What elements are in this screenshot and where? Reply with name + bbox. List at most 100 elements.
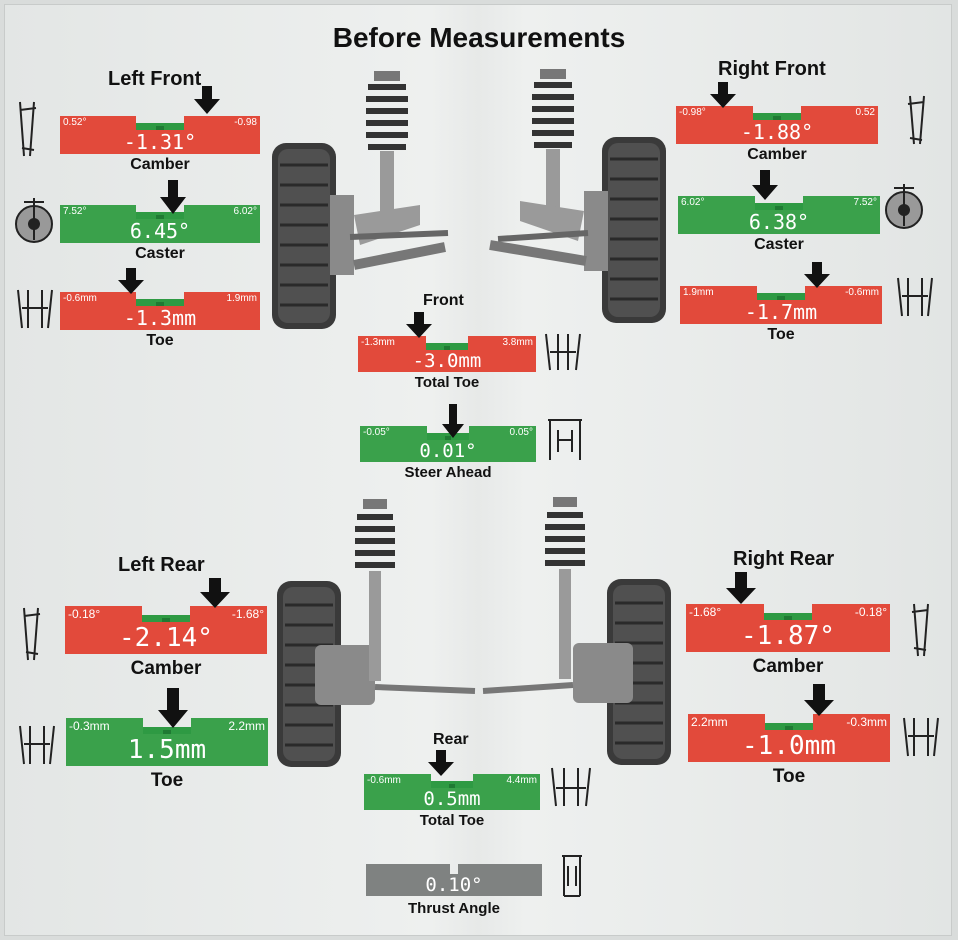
front-total-toe-gauge: -1.3mm 3.8mm -3.0mm Total Toe bbox=[358, 336, 536, 391]
page-title: Before Measurements bbox=[332, 22, 626, 53]
steer-ahead-value: 0.01° bbox=[360, 440, 536, 462]
rear-total-toe-gauge: -0.6mm 4.4mm 0.5mm Total Toe bbox=[364, 774, 540, 829]
thrust-angle-icon bbox=[562, 855, 582, 897]
lr-toe-arrow-icon bbox=[158, 688, 188, 728]
lf-camber-arrow-icon bbox=[194, 86, 220, 114]
front-total-toe-arrow-icon bbox=[406, 312, 432, 338]
section-right-front: Right Front bbox=[718, 58, 826, 80]
rr-camber-gauge: -1.68° -0.18° -1.87° Camber bbox=[686, 604, 890, 678]
rear-total-toe-arrow-icon bbox=[428, 750, 454, 776]
section-left-front: Left Front bbox=[108, 68, 202, 90]
rr-camber-arrow-icon bbox=[726, 572, 756, 604]
thrust-angle-label: Thrust Angle bbox=[408, 900, 500, 917]
lf-caster-value: 6.45° bbox=[60, 219, 260, 243]
lf-caster-max: 6.02° bbox=[233, 206, 257, 217]
rf-caster-gauge: 6.02° 7.52° 6.38° Caster bbox=[678, 196, 880, 254]
caster-wheel-icon bbox=[15, 198, 53, 243]
rear-total-toe-max: 4.4mm bbox=[506, 775, 537, 786]
section-rear: Rear bbox=[433, 731, 469, 748]
lr-camber-max: -1.68° bbox=[231, 607, 264, 621]
toe-wheel-icon bbox=[17, 289, 53, 329]
rr-camber-value: -1.87° bbox=[686, 620, 890, 652]
steer-ahead-min: -0.05° bbox=[363, 427, 390, 438]
total-toe-icon bbox=[545, 333, 581, 371]
rf-camber-arrow-icon bbox=[710, 82, 736, 108]
lf-caster-label: Caster bbox=[135, 245, 185, 262]
front-total-toe-label: Total Toe bbox=[414, 374, 480, 391]
rr-toe-label: Toe bbox=[772, 766, 806, 787]
lf-caster-min: 7.52° bbox=[63, 206, 87, 217]
camber-wheel-icon bbox=[907, 95, 925, 145]
rf-caster-max: 7.52° bbox=[853, 197, 877, 208]
lf-camber-gauge: 0.52° -0.98 -1.31° Camber bbox=[60, 116, 260, 174]
lf-camber-max: -0.98 bbox=[234, 117, 257, 128]
lr-toe-value: 1.5mm bbox=[66, 734, 268, 766]
rr-camber-min: -1.68° bbox=[689, 605, 722, 619]
rear-suspension-illustration bbox=[277, 497, 671, 767]
lf-toe-min: -0.6mm bbox=[63, 293, 97, 304]
rr-toe-value: -1.0mm bbox=[688, 730, 890, 762]
lf-toe-label: Toe bbox=[146, 332, 174, 349]
rr-toe-gauge: 2.2mm -0.3mm -1.0mm Toe bbox=[688, 714, 890, 788]
rear-total-toe-label: Total Toe bbox=[419, 812, 485, 829]
rf-toe-gauge: 1.9mm -0.6mm -1.7mm Toe bbox=[680, 286, 882, 344]
lr-toe-label: Toe bbox=[150, 770, 184, 791]
lf-toe-value: -1.3mm bbox=[60, 306, 260, 330]
lr-toe-gauge: -0.3mm 2.2mm 1.5mm Toe bbox=[66, 718, 268, 792]
lf-caster-arrow-icon bbox=[160, 180, 186, 214]
rr-toe-arrow-icon bbox=[804, 684, 834, 716]
toe-wheel-icon bbox=[903, 717, 939, 757]
rr-camber-max: -0.18° bbox=[854, 605, 887, 619]
total-toe-icon bbox=[551, 767, 591, 807]
rear-total-toe-value: 0.5mm bbox=[364, 788, 540, 810]
rf-toe-label: Toe bbox=[767, 326, 795, 343]
rf-caster-label: Caster bbox=[754, 236, 804, 253]
section-left-rear: Left Rear bbox=[118, 554, 205, 576]
steer-ahead-icon bbox=[548, 419, 582, 460]
steer-ahead-arrow-icon bbox=[442, 404, 464, 438]
caster-wheel-icon bbox=[885, 184, 923, 229]
rf-toe-arrow-icon bbox=[804, 262, 830, 288]
rear-total-toe-min: -0.6mm bbox=[367, 775, 401, 786]
thrust-angle-value: 0.10° bbox=[366, 874, 542, 896]
camber-wheel-icon bbox=[23, 607, 41, 661]
lf-toe-arrow-icon bbox=[118, 268, 144, 294]
rr-toe-max: -0.3mm bbox=[846, 715, 887, 729]
lr-toe-min: -0.3mm bbox=[69, 719, 110, 733]
lf-camber-label: Camber bbox=[130, 156, 190, 173]
rf-camber-max: 0.52 bbox=[855, 107, 875, 118]
toe-wheel-icon bbox=[19, 725, 55, 765]
rf-camber-gauge: -0.98° 0.52 -1.88° Camber bbox=[676, 106, 878, 164]
front-total-toe-max: 3.8mm bbox=[502, 337, 533, 348]
steer-ahead-label: Steer Ahead bbox=[404, 464, 492, 481]
rf-toe-max: -0.6mm bbox=[845, 287, 879, 298]
section-front: Front bbox=[423, 292, 464, 309]
lf-toe-gauge: -0.6mm 1.9mm -1.3mm Toe bbox=[60, 292, 260, 350]
lf-toe-max: 1.9mm bbox=[226, 293, 257, 304]
rr-toe-min: 2.2mm bbox=[691, 715, 728, 729]
front-total-toe-value: -3.0mm bbox=[358, 350, 536, 372]
rf-caster-value: 6.38° bbox=[678, 210, 880, 234]
rf-toe-min: 1.9mm bbox=[683, 287, 714, 298]
thrust-angle-gauge: 0.10° Thrust Angle bbox=[366, 864, 542, 917]
camber-wheel-icon bbox=[19, 101, 37, 157]
section-right-rear: Right Rear bbox=[733, 548, 835, 570]
lf-camber-min: 0.52° bbox=[63, 117, 87, 128]
rf-camber-min: -0.98° bbox=[679, 107, 706, 118]
camber-wheel-icon bbox=[911, 603, 929, 657]
rf-toe-value: -1.7mm bbox=[680, 300, 882, 324]
lr-camber-label: Camber bbox=[130, 658, 202, 679]
lr-toe-max: 2.2mm bbox=[228, 719, 265, 733]
lr-camber-gauge: -0.18° -1.68° -2.14° Camber bbox=[65, 606, 267, 680]
rr-camber-label: Camber bbox=[752, 656, 824, 677]
rf-camber-value: -1.88° bbox=[676, 120, 878, 144]
rf-camber-label: Camber bbox=[747, 146, 807, 163]
front-suspension-illustration bbox=[272, 69, 666, 329]
lf-caster-gauge: 7.52° 6.02° 6.45° Caster bbox=[60, 205, 260, 263]
rf-caster-min: 6.02° bbox=[681, 197, 705, 208]
front-total-toe-min: -1.3mm bbox=[361, 337, 395, 348]
lr-camber-min: -0.18° bbox=[68, 607, 101, 621]
steer-ahead-gauge: -0.05° 0.05° 0.01° Steer Ahead bbox=[360, 426, 536, 481]
toe-wheel-icon bbox=[897, 277, 933, 317]
lr-camber-value: -2.14° bbox=[65, 622, 267, 654]
